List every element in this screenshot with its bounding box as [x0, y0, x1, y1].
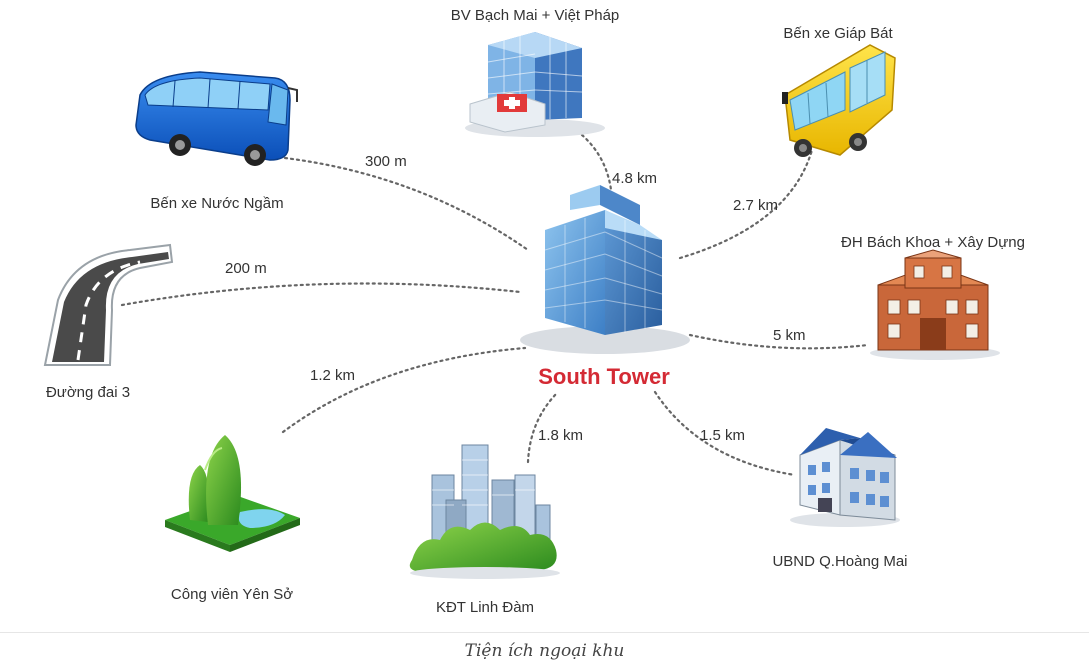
label-ubnd: UBND Q.Hoàng Mai [772, 553, 907, 570]
university-icon [870, 249, 1000, 360]
connector-giapbat [678, 148, 814, 260]
road-icon [43, 243, 174, 366]
distance-bv: 4.8 km [612, 170, 657, 187]
distance-duongdai: 200 m [225, 260, 267, 277]
connector-duongdai [120, 282, 522, 307]
connector-ubnd [653, 390, 797, 477]
park-icon [165, 435, 300, 552]
yellow-bus-icon [782, 44, 896, 157]
city-icon [409, 444, 560, 579]
distance-labels: 4.8 km 2.7 km 5 km 1.5 km 1.8 km 1.2 km … [225, 153, 806, 444]
connector-lines [120, 133, 870, 477]
connector-yenso [281, 346, 527, 434]
office-building-icon [790, 428, 900, 527]
hospital-icon [465, 32, 605, 137]
connector-nuocngam [283, 156, 530, 252]
south-tower-icon [520, 185, 690, 354]
label-giapbat: Bến xe Giáp Bát [783, 25, 893, 42]
label-duongdai: Đường đai 3 [46, 384, 130, 401]
distance-yenso: 1.2 km [310, 367, 355, 384]
distance-ubnd: 1.5 km [700, 427, 745, 444]
caption: Tiện ích ngoại khu [464, 641, 625, 661]
label-yenso: Công viên Yên Sở [171, 586, 293, 603]
connector-bachkhoa [688, 333, 870, 350]
label-linhdam: KĐT Linh Đàm [436, 599, 534, 616]
labels: BV Bạch Mai + Việt Pháp Bến xe Giáp Bát … [46, 7, 1025, 616]
center-label: South Tower [538, 364, 670, 389]
distance-giapbat: 2.7 km [733, 197, 778, 214]
caption-divider [0, 632, 1089, 633]
map-illustration: BV Bạch Mai + Việt Pháp Bến xe Giáp Bát … [43, 7, 1025, 616]
distance-nuocngam: 300 m [365, 153, 407, 170]
label-bv: BV Bạch Mai + Việt Pháp [451, 7, 620, 24]
label-bachkhoa: ĐH Bách Khoa + Xây Dựng [841, 234, 1025, 251]
label-nuocngam: Bến xe Nước Ngầm [150, 195, 283, 212]
connector-linhdam [526, 390, 560, 464]
distance-linhdam: 1.8 km [538, 427, 583, 444]
blue-bus-icon [135, 71, 298, 166]
distance-bachkhoa: 5 km [773, 327, 806, 344]
